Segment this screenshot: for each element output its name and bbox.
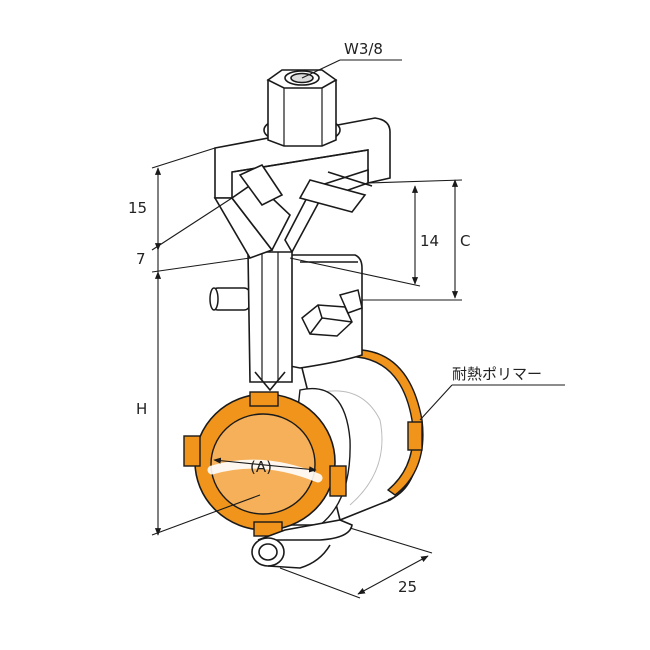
label-material: 耐熱ポリマー [452, 365, 542, 383]
top-bracket [213, 117, 391, 259]
dimension-lines [151, 59, 565, 599]
label-dim-15: 15 [128, 199, 147, 217]
label-dim-a: (A) [250, 458, 272, 476]
hex-nut [301, 289, 363, 337]
label-thread: W3/8 [344, 40, 383, 58]
label-dim-7: 7 [136, 250, 146, 268]
label-dim-25: 25 [398, 578, 417, 596]
left-stud [209, 287, 251, 311]
front-strap [247, 251, 293, 392]
label-dim-14: 14 [420, 232, 439, 250]
label-dim-h: H [136, 400, 147, 418]
bottom-lug [251, 519, 353, 569]
polymer-rear-ring [355, 349, 424, 496]
hex-coupling [263, 69, 341, 147]
label-dim-c: C [460, 232, 470, 250]
